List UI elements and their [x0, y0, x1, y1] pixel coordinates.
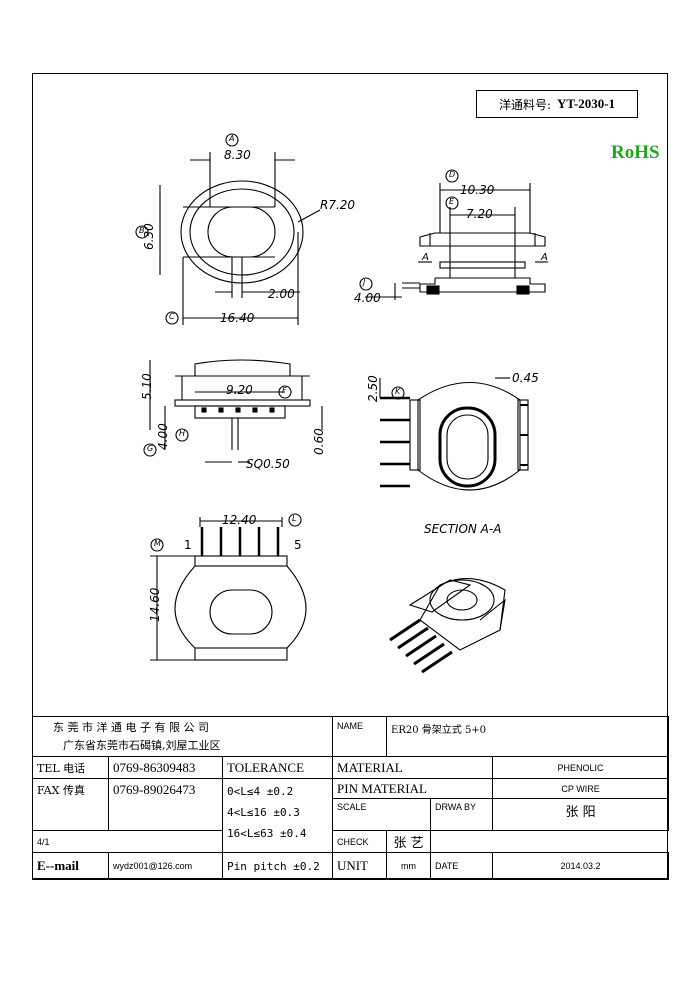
- callout-f: F: [282, 386, 287, 395]
- dim-r: R7.20: [320, 198, 356, 212]
- callout-h: H: [179, 429, 186, 438]
- title-block: 东 莞 市 洋 通 电 子 有 限 公 司 广东省东莞市石碣镇,刘屋工业区 NA…: [31, 716, 670, 880]
- callout-m: M: [154, 539, 161, 548]
- section-mark-right: A: [541, 252, 548, 263]
- callout-a: A: [229, 134, 235, 143]
- name-label: NAME: [332, 716, 388, 757]
- section-mark-left: A: [422, 252, 429, 263]
- rohs-mark: RoHS: [611, 142, 660, 163]
- tolerance-label: TOLERANCE: [221, 756, 334, 779]
- section-title: SECTION A-A: [424, 522, 502, 536]
- company-address: 广东省东莞市石碣镇,刘屋工业区: [63, 738, 221, 752]
- part-number-label: 洋通料号:: [498, 97, 551, 112]
- dim-e: 7.20: [466, 207, 493, 221]
- dim-h: 4.00: [156, 423, 170, 450]
- pin-5-label: 5: [294, 538, 302, 552]
- dim-d: 10.30: [460, 183, 495, 197]
- date-label: DATE: [430, 852, 494, 880]
- callout-e: E: [449, 197, 455, 206]
- tolerance-values: 0<L≤4 ±0.2 4<L≤16 ±0.3 16<L≤63 ±0.4: [221, 778, 334, 853]
- callout-g: G: [147, 444, 154, 453]
- drawn-label: DRWA BY: [430, 798, 494, 831]
- section-view: [379, 377, 529, 491]
- callout-k: K: [395, 387, 401, 396]
- check-value: 张 艺: [386, 830, 432, 853]
- company-cell: 东 莞 市 洋 通 电 子 有 限 公 司 广东省东莞市石碣镇,刘屋工业区: [31, 716, 334, 757]
- dim-f: 9.20: [226, 383, 253, 397]
- callout-b: B: [139, 226, 145, 235]
- callout-c: C: [169, 312, 175, 321]
- material-value: PHENOLIC: [492, 756, 670, 779]
- callout-l: L: [292, 514, 297, 523]
- dim-k: 2.50: [366, 375, 380, 402]
- tol-line-3: 16<L≤63 ±0.4: [227, 827, 307, 840]
- date-value: 2014.03.2: [492, 852, 670, 880]
- iso-view: [389, 578, 506, 674]
- dim-sq: SQ0.50: [246, 457, 290, 471]
- tel-label: TEL 电话: [32, 756, 109, 779]
- tel-value: 0769-86309483: [108, 756, 223, 779]
- dim-j: 4.00: [354, 291, 381, 305]
- dim-two: 2.00: [268, 287, 295, 301]
- drawn-value: 张 阳: [492, 798, 670, 831]
- pin-material-value: CP WIRE: [492, 778, 670, 799]
- callout-d: D: [449, 170, 456, 179]
- tol-line-2: 4<L≤16 ±0.3: [227, 806, 300, 819]
- bottom-view: [150, 513, 307, 661]
- pin-material-label: PIN MATERIAL: [332, 778, 494, 799]
- unit-label: UNIT: [332, 852, 388, 880]
- part-number-value: YT-2030-1: [557, 96, 616, 111]
- email-label: E--mail: [32, 852, 109, 880]
- dim-m: 14.60: [148, 587, 162, 622]
- scale-label: SCALE: [332, 798, 432, 831]
- dim-l: 12.40: [222, 513, 257, 527]
- tol-line-1: 0<L≤4 ±0.2: [227, 785, 294, 798]
- dim-060: 0.60: [312, 428, 326, 455]
- side-view: [359, 169, 548, 300]
- name-value: ER20 骨架立式 5+0: [386, 716, 670, 757]
- top-view: [135, 133, 321, 325]
- front-view: [143, 359, 323, 463]
- dim-045: 0.45: [512, 371, 539, 385]
- callout-j: J: [363, 278, 366, 287]
- email-value: wydz001@126.com: [108, 852, 223, 880]
- pin-pitch-tol: Pin pitch ±0.2: [221, 852, 334, 880]
- scale-value: 4/1: [32, 830, 223, 853]
- check-label: CHECK: [332, 830, 388, 853]
- fax-label: FAX 传真: [32, 778, 109, 831]
- dim-a: 8.30: [224, 148, 251, 162]
- fax-value: 0769-89026473: [108, 778, 223, 831]
- part-number-box: 洋通料号: YT-2030-1: [476, 90, 638, 118]
- unit-value: mm: [386, 852, 432, 880]
- company-name: 东 莞 市 洋 通 电 子 有 限 公 司: [53, 720, 209, 734]
- dim-510: 5.10: [140, 373, 154, 400]
- dim-c: 16.40: [220, 311, 255, 325]
- pin-1-label: 1: [184, 538, 192, 552]
- material-label: MATERIAL: [332, 756, 494, 779]
